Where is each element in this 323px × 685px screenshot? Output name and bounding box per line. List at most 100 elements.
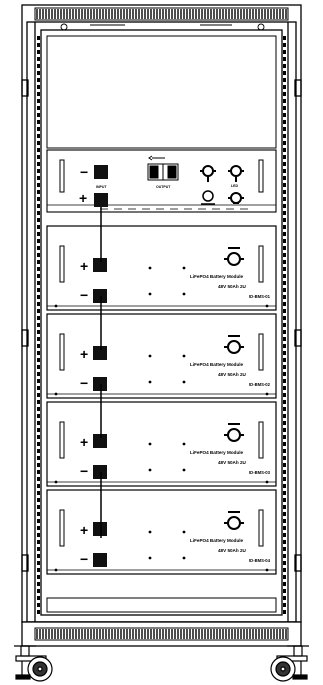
module-plus-sign: + [80, 346, 88, 362]
module-id: ID-BMS-03 [249, 470, 271, 475]
rail-hole [283, 288, 286, 292]
module-id: ID-BMS-01 [249, 294, 271, 299]
module-screw [182, 380, 186, 384]
module-screw [148, 556, 152, 560]
module-plus-sign: + [80, 258, 88, 274]
module-screw [182, 266, 186, 270]
rail-hole [37, 610, 40, 614]
rail-hole [283, 316, 286, 320]
rail-hole [283, 176, 286, 180]
rail-hole [283, 372, 286, 376]
rail-hole [283, 162, 286, 166]
rail-hole [37, 603, 40, 607]
rail-hole [283, 85, 286, 89]
rail-hole [37, 379, 40, 383]
rail-hole [37, 260, 40, 264]
rail-hole [283, 71, 286, 75]
rail-hole [37, 519, 40, 523]
rail-hole [283, 610, 286, 614]
rail-hole [283, 295, 286, 299]
rail-hole [37, 85, 40, 89]
controller-minus-sign: − [80, 164, 88, 180]
module-id: ID-BMS-04 [249, 558, 271, 563]
rail-hole [37, 218, 40, 222]
rail-hole [283, 99, 286, 103]
rail-hole [283, 603, 286, 607]
rail-hole [283, 442, 286, 446]
rail-hole [37, 470, 40, 474]
rail-hole [37, 372, 40, 376]
rail-hole [37, 386, 40, 390]
rail-hole [283, 190, 286, 194]
rail-hole [283, 470, 286, 474]
bottom-vent-grille [36, 629, 287, 639]
rail-hole [37, 239, 40, 243]
top-vent-grille [34, 7, 289, 21]
rail-hole [283, 428, 286, 432]
rail-hole [37, 568, 40, 572]
rail-hole [37, 176, 40, 180]
rail-hole [37, 246, 40, 250]
rail-hole [37, 64, 40, 68]
module-title: LiFePO4 Battery Module [190, 538, 244, 543]
module-negative-terminal [93, 289, 107, 303]
indicator-icon-2 [228, 165, 244, 182]
module-screw [148, 354, 152, 358]
rail-hole [283, 512, 286, 516]
rail-hole [37, 281, 40, 285]
rail-hole [283, 274, 286, 278]
rail-hole [37, 526, 40, 530]
indicator-icon-1 [200, 165, 216, 182]
rail-hole [37, 225, 40, 229]
module-screw [148, 468, 152, 472]
rail-hole [37, 533, 40, 537]
rail-hole [37, 554, 40, 558]
rail-hole [37, 400, 40, 404]
controller-negative-terminal [94, 165, 108, 179]
rail-hole [37, 169, 40, 173]
rail-hole [283, 267, 286, 271]
rail-hole [37, 253, 40, 257]
rail-hole [37, 211, 40, 215]
module-handle [59, 245, 65, 283]
rail-hole [283, 505, 286, 509]
rail-hole [283, 491, 286, 495]
module-screw [182, 556, 186, 560]
rail-hole [37, 99, 40, 103]
rail-hole [37, 589, 40, 593]
rail-hole [283, 540, 286, 544]
power-button-icon [224, 247, 244, 266]
power-button-icon [224, 511, 244, 530]
module-negative-terminal [93, 553, 107, 567]
rail-hole [283, 344, 286, 348]
rail-hole [37, 477, 40, 481]
rail-hole [37, 407, 40, 411]
module-spec: 48V 50Ah 2U [218, 284, 247, 289]
breaker-switch-icon [147, 155, 179, 181]
rail-hole [283, 463, 286, 467]
controller-output-label: OUTPUT [156, 185, 171, 189]
rail-hole [37, 204, 40, 208]
rail-hole [37, 92, 40, 96]
module-positive-terminal [93, 522, 107, 536]
rail-hole [283, 309, 286, 313]
rail-hole [283, 232, 286, 236]
module-handle [258, 421, 264, 459]
top-bolts [60, 23, 265, 31]
rail-hole [283, 589, 286, 593]
rail-hole [37, 414, 40, 418]
module-positive-terminal [93, 258, 107, 272]
rail-hole [283, 302, 286, 306]
rail-hole [37, 547, 40, 551]
rail-hole [37, 148, 40, 152]
module-positive-terminal [93, 346, 107, 360]
rail-hole [37, 421, 40, 425]
module-negative-terminal [93, 377, 107, 391]
rail-hole [283, 533, 286, 537]
rail-hole [37, 36, 40, 40]
rail-hole [37, 309, 40, 313]
module-spec: 48V 50Ah 2U [218, 548, 247, 553]
rail-hole [37, 78, 40, 82]
